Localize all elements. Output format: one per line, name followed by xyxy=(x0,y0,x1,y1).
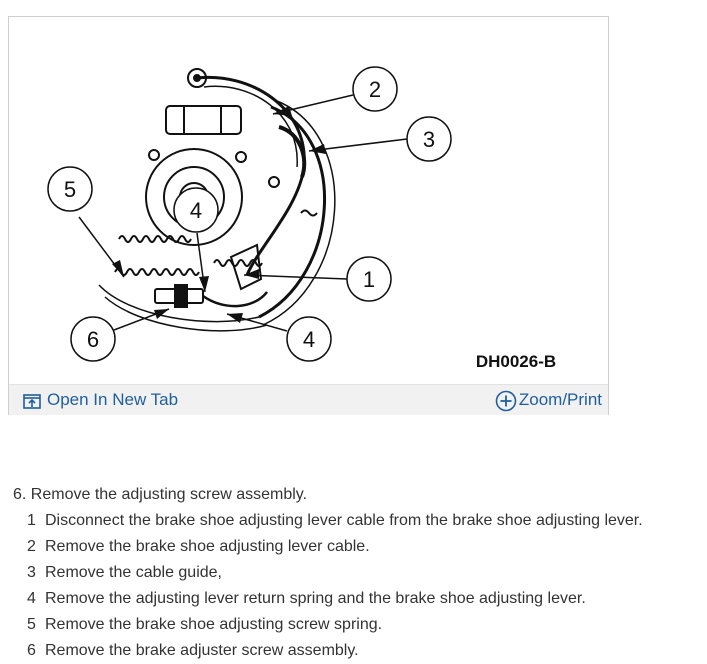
zoom-print-label: Zoom/Print xyxy=(518,390,602,409)
open-new-tab-icon xyxy=(23,393,41,409)
substep-number: 1 xyxy=(27,512,36,529)
step-heading: 6. Remove the adjusting screw assembly. xyxy=(13,486,308,503)
svg-text:4: 4 xyxy=(303,327,315,352)
substep-number: 2 xyxy=(27,538,36,555)
substep-number: 5 xyxy=(27,616,36,633)
brake-assembly-diagram: 2 3 5 4 1 6 4 DH0026-B xyxy=(47,66,556,371)
zoom-plus-icon xyxy=(495,390,517,411)
zoom-print-link[interactable]: Zoom/Print xyxy=(495,389,602,411)
substep: 2 Remove the brake shoe adjusting lever c… xyxy=(13,534,707,560)
brake-drawing xyxy=(78,68,408,332)
substep-number: 6 xyxy=(27,642,36,659)
svg-text:4: 4 xyxy=(190,198,202,223)
figure-card: 2 3 5 4 1 6 4 DH0026-B xyxy=(8,16,609,415)
substep: 1 Disconnect the brake shoe adjusting lev… xyxy=(13,508,707,534)
svg-text:5: 5 xyxy=(64,177,76,202)
substep: 3 Remove the cable guide, xyxy=(13,560,707,586)
substep-text: Disconnect the brake shoe adjusting leve… xyxy=(45,512,643,529)
callout-2: 2 xyxy=(352,66,398,112)
callout-1: 1 xyxy=(346,256,392,302)
callout-4-lower: 4 xyxy=(286,316,332,362)
substep-text: Remove the cable guide, xyxy=(45,564,222,581)
substep-number: 4 xyxy=(27,590,36,607)
substep: 5 Remove the brake shoe adjusting screw s… xyxy=(13,612,707,638)
substep: 4 Remove the adjusting lever return sprin… xyxy=(13,586,707,612)
open-in-new-tab-link[interactable]: Open In New Tab xyxy=(23,389,178,411)
substep-text: Remove the brake adjuster screw assembly… xyxy=(45,642,359,659)
svg-text:1: 1 xyxy=(363,267,375,292)
svg-text:6: 6 xyxy=(87,327,99,352)
callout-6: 6 xyxy=(70,316,116,362)
open-in-new-tab-label: Open In New Tab xyxy=(47,390,179,409)
callout-3: 3 xyxy=(406,116,452,162)
figure-toolbar: Open In New Tab Zoom/Print xyxy=(9,384,608,415)
substep: 6 Remove the brake adjuster screw assembl… xyxy=(13,638,707,664)
diagram-code: DH0026-B xyxy=(476,352,556,371)
instruction-steps: 6. Remove the adjusting screw assembly. … xyxy=(13,482,707,664)
svg-text:2: 2 xyxy=(369,77,381,102)
substep-text: Remove the adjusting lever return spring… xyxy=(45,590,586,607)
substep-text: Remove the brake shoe adjusting screw sp… xyxy=(45,616,383,633)
substep-text: Remove the brake shoe adjusting lever ca… xyxy=(45,538,370,555)
substep-list: 1 Disconnect the brake shoe adjusting lev… xyxy=(13,508,707,664)
svg-text:3: 3 xyxy=(423,127,435,152)
callout-4-upper: 4 xyxy=(173,187,219,233)
substep-number: 3 xyxy=(27,564,36,581)
callout-5: 5 xyxy=(47,166,93,212)
